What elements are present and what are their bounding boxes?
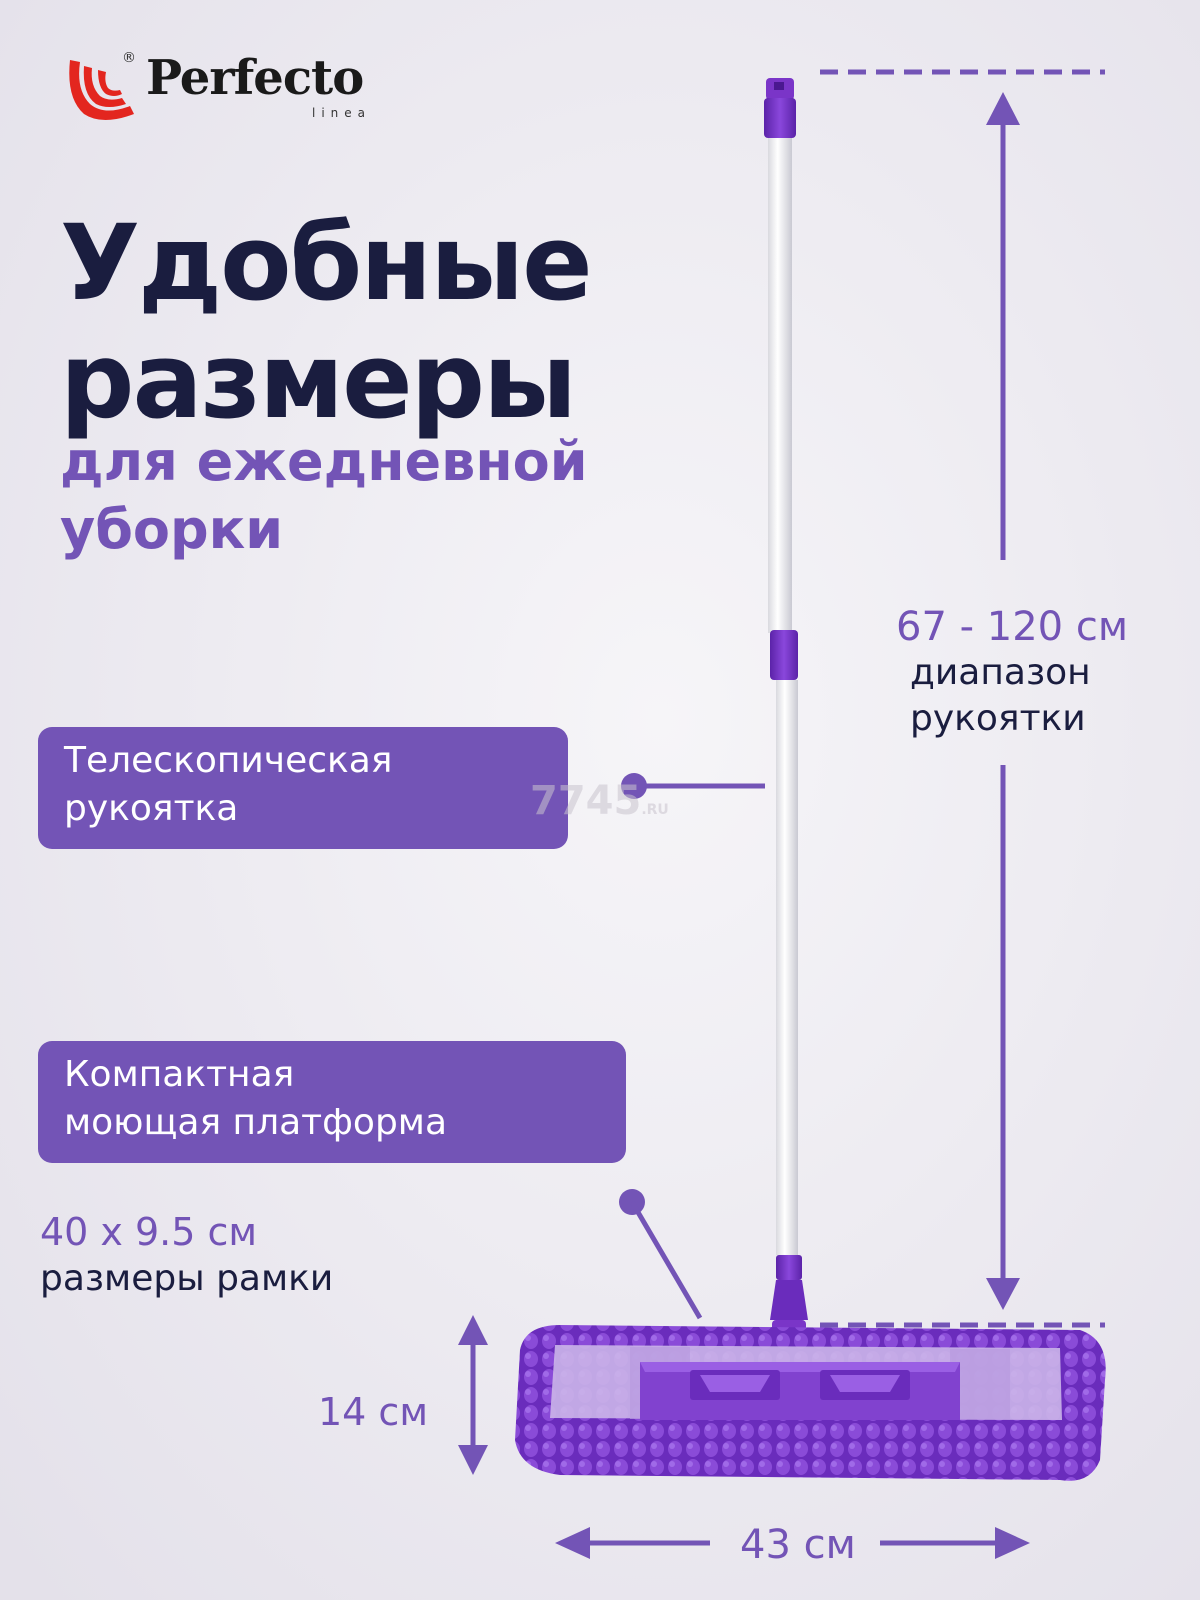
brand-logo: ® Perfecto linea [62, 48, 422, 128]
telescopic-line-2: рукоятка [64, 788, 239, 829]
head-height-arrow [458, 1315, 488, 1475]
callout-pointers [619, 773, 765, 1320]
subtitle-line-1: для ежедневной [60, 430, 588, 493]
title-line-1: Удобные [60, 202, 593, 324]
mop-head [515, 1325, 1106, 1481]
frame-size-caption: размеры рамки [40, 1258, 334, 1299]
handle-range-value: 67 - 120 см [896, 604, 1128, 650]
frame-size-value: 40 х 9.5 см [40, 1210, 258, 1254]
title-line-2: размеры [60, 320, 577, 442]
head-width-value: 43 см [740, 1522, 856, 1568]
page-subtitle: для ежедневной уборки [60, 428, 588, 564]
handle-height-arrow [986, 92, 1020, 1310]
handle-range-caption-1: диапазон [910, 652, 1091, 693]
watermark: 7745.RU [530, 778, 669, 824]
platform-line-1: Компактная [64, 1054, 295, 1095]
head-height-value: 14 см [318, 1390, 428, 1434]
telescopic-handle-badge: Телескопическая рукоятка [38, 727, 568, 849]
brand-name: Perfecto [146, 50, 364, 106]
dimension-guides [820, 69, 1105, 1328]
perfecto-logo-icon [69, 60, 134, 120]
platform-line-2: моющая платформа [64, 1102, 448, 1143]
head-width-arrow [555, 1527, 1030, 1559]
telescopic-line-1: Телескопическая [64, 740, 393, 781]
brand-subline: linea [312, 106, 372, 120]
watermark-main: 7745 [530, 778, 642, 824]
watermark-suffix: .RU [641, 802, 669, 818]
page-title: Удобные размеры [60, 202, 593, 442]
subtitle-line-2: уборки [60, 498, 284, 561]
platform-badge: Компактная моющая платформа [38, 1041, 626, 1163]
registered-mark: ® [122, 50, 136, 66]
handle-range-caption-2: рукоятки [910, 698, 1086, 739]
